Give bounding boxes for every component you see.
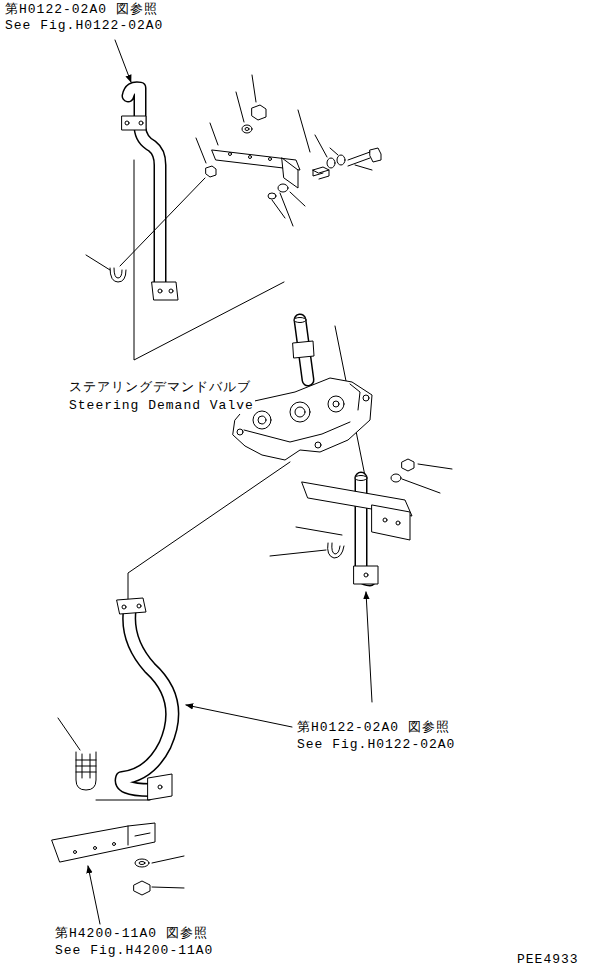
reference-label: See Fig.H0122-02A0: [296, 737, 456, 753]
part-name: Steering Demand Valve: [68, 398, 255, 414]
drawing-number: PEE4933: [516, 952, 580, 968]
reference-label: 第H0122-02A0 図参照: [4, 2, 159, 18]
reference-label: See Fig.H4200-11A0: [54, 943, 214, 959]
reference-label: 第H0122-02A0 図参照: [296, 720, 451, 736]
reference-label: 第H4200-11A0 図参照: [54, 926, 209, 942]
part-name: ステアリングデマンドバルブ: [68, 380, 252, 396]
reference-label: See Fig.H0122-02A0: [4, 18, 164, 34]
